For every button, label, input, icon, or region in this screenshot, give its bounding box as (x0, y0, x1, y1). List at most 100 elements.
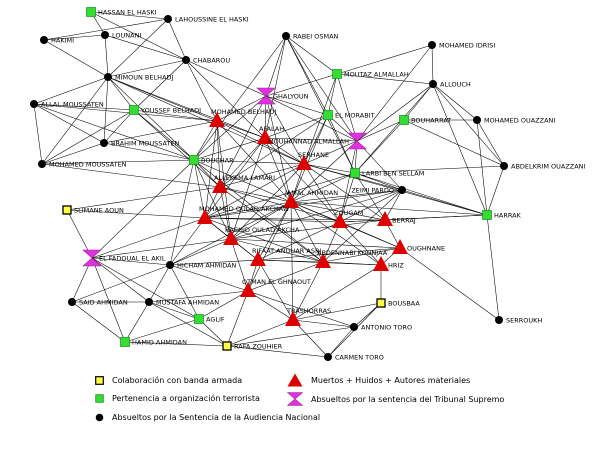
edge-ghnaout-trashorras (247, 290, 294, 321)
edge-youssef-mbelhadj (133, 109, 218, 122)
node-label: LAHOUSSINE EL HASKI (175, 16, 249, 24)
node-label: BOUSBAA (388, 300, 420, 308)
black-dot-marker (100, 139, 108, 147)
edge-mustafa-rafa (148, 301, 228, 347)
edge-jafalah-rachid (230, 137, 266, 240)
edge-jamal-kounjaa (290, 201, 324, 263)
node-label: OUGHNANE (407, 245, 445, 253)
edge-bouchar-kounjaa (193, 159, 324, 263)
edge-ghnaout-antonio (247, 290, 355, 328)
edge-mbelhadj-jafalah (216, 120, 266, 139)
edge-kounjaa-ghnaout (247, 261, 324, 292)
node-label: HAMID AHMIDAN (132, 339, 187, 347)
edge-mustafa-hamid (124, 301, 150, 343)
node-rafa: RAFA ZOUHIER (222, 341, 283, 351)
edge-jafalah-lamari (219, 137, 266, 188)
node-hassan: HASSAN EL HASKI (86, 7, 157, 17)
edge-jafalah-zougam (264, 137, 341, 223)
edge-fadoual-mustafa (91, 257, 150, 303)
node-label: ANTONIO TORO (361, 324, 412, 332)
edge-trashorras-rafa (226, 319, 294, 347)
edge-bouharrat-mouhannad (356, 119, 405, 142)
edge-jamal-berraj (290, 201, 386, 221)
edge-ghalyoun-lamari (219, 95, 267, 188)
node-label: SAID AHMIDAN (79, 299, 128, 307)
edge-rachid-ghnaout (230, 238, 249, 292)
edge-mimoun-allal (33, 76, 109, 105)
edge-rifaat-oughnane (257, 247, 401, 261)
node-label: MOHAMED IDRISI (439, 42, 495, 50)
node-oughnane: OUGHNANE (392, 239, 445, 254)
edge-lahoussine-mimoun (107, 18, 169, 78)
edge-rabei-bouchar (193, 35, 287, 161)
edge-fadoual-aglif (91, 257, 200, 320)
node-zougam: ZOUGAM (332, 209, 363, 228)
edge-mimoun-jafalah (107, 76, 266, 139)
edge-lahoussine-chabarou (167, 18, 187, 61)
edge-hicham-ghnaout (169, 264, 249, 292)
edge-jamal-hriz (290, 201, 382, 266)
node-allouch: ALLOUCH (429, 80, 471, 89)
edge-mbelhadj-jamal (216, 120, 292, 203)
edge-rifaat-hicham (169, 259, 259, 266)
edge-allal-brahim (33, 103, 105, 144)
node-bouchar: BOUCHAR (189, 155, 234, 165)
node-label: GHALYOUN (273, 93, 309, 101)
edge-mouzzani-abdelkrim (476, 119, 505, 167)
red-triangle-marker (392, 239, 408, 254)
edge-ghalyoun-bouchar (193, 95, 267, 161)
edge-rabei-moutaz (285, 35, 338, 75)
edge-elmorabit-jamal (290, 114, 329, 203)
red-triangle-marker (209, 112, 225, 127)
edge-larbi-jamal (290, 172, 356, 203)
node-ghalyoun: GHALYOUN (256, 87, 309, 105)
node-label: BRAHIM MOUSSATEN (111, 140, 180, 148)
edge-bouharrat-larbi (354, 119, 405, 174)
node-berraj: BERRAJ (377, 211, 416, 226)
node-harrak: HARRAK (482, 210, 522, 220)
node-label: MOHAMED OUAZZANI (484, 117, 555, 125)
red-triangle-icon (287, 373, 303, 387)
node-bouharrat: BOUHARRAT (399, 115, 451, 125)
node-label: SERROUKH (506, 317, 542, 325)
node-label: HARRAK (494, 212, 522, 220)
edge-hicham-said (71, 264, 171, 303)
green-square-marker (189, 155, 199, 165)
edge-serhane-rachid (230, 163, 305, 240)
legend-label-absueltos-an: Absueltos por la Sentencia de la Audienc… (112, 413, 321, 422)
edge-ghalyoun-mouhannad (265, 95, 358, 142)
edge-abdelkrim-harrak (486, 165, 505, 216)
black-dot-marker (104, 73, 112, 81)
edge-allouch-mouhannad (356, 83, 434, 142)
node-rachid: RACHID OULAD AKCHA (223, 226, 300, 245)
node-label: ABDELKRIM OUAZZANI (511, 163, 586, 171)
black-dot-marker (145, 298, 153, 306)
edge-jamal-rachid (230, 201, 292, 240)
black-dot-marker (282, 32, 290, 40)
edge-serhane-lamari (219, 163, 305, 188)
edge-ghalyoun-elmorabit (265, 95, 329, 116)
node-kounjaa: ABDENNABI KOUNJAA (315, 249, 388, 268)
edge-jafalah-mouhannad (264, 137, 358, 142)
node-ghnaout: OTMAN EL GHNAOUT (240, 278, 311, 297)
node-label: AGLIF (206, 316, 225, 324)
legend-label-absueltos-ts: Absueltos por la sentencia del Tribunal … (311, 394, 505, 404)
node-fadoual: EL FADOUAL EL AKIL (82, 249, 166, 267)
edge-rifaat-trashorras (257, 259, 294, 321)
edge-moutaz-elmorabit (327, 73, 338, 116)
edge-youssef-brahim (103, 109, 135, 144)
edge-hicham-mustafa (148, 264, 171, 303)
green-square-marker (194, 314, 204, 324)
node-hriz: HRIZ (373, 256, 404, 271)
yellow-square-marker (62, 205, 72, 215)
node-label: ZOUGAM (334, 209, 363, 217)
edge-chabarou-jafalah (185, 59, 266, 139)
node-label: MOHAMED BELHADJ (211, 108, 276, 116)
edge-youssef-mmoussaten (41, 109, 135, 165)
edge-zougam-hriz (339, 221, 382, 266)
green-square-marker (129, 105, 139, 115)
node-label: ABDENNABI KOUNJAA (317, 249, 388, 257)
edge-rafa-antonio (226, 326, 355, 347)
edge-hamid-rafa (124, 341, 228, 347)
